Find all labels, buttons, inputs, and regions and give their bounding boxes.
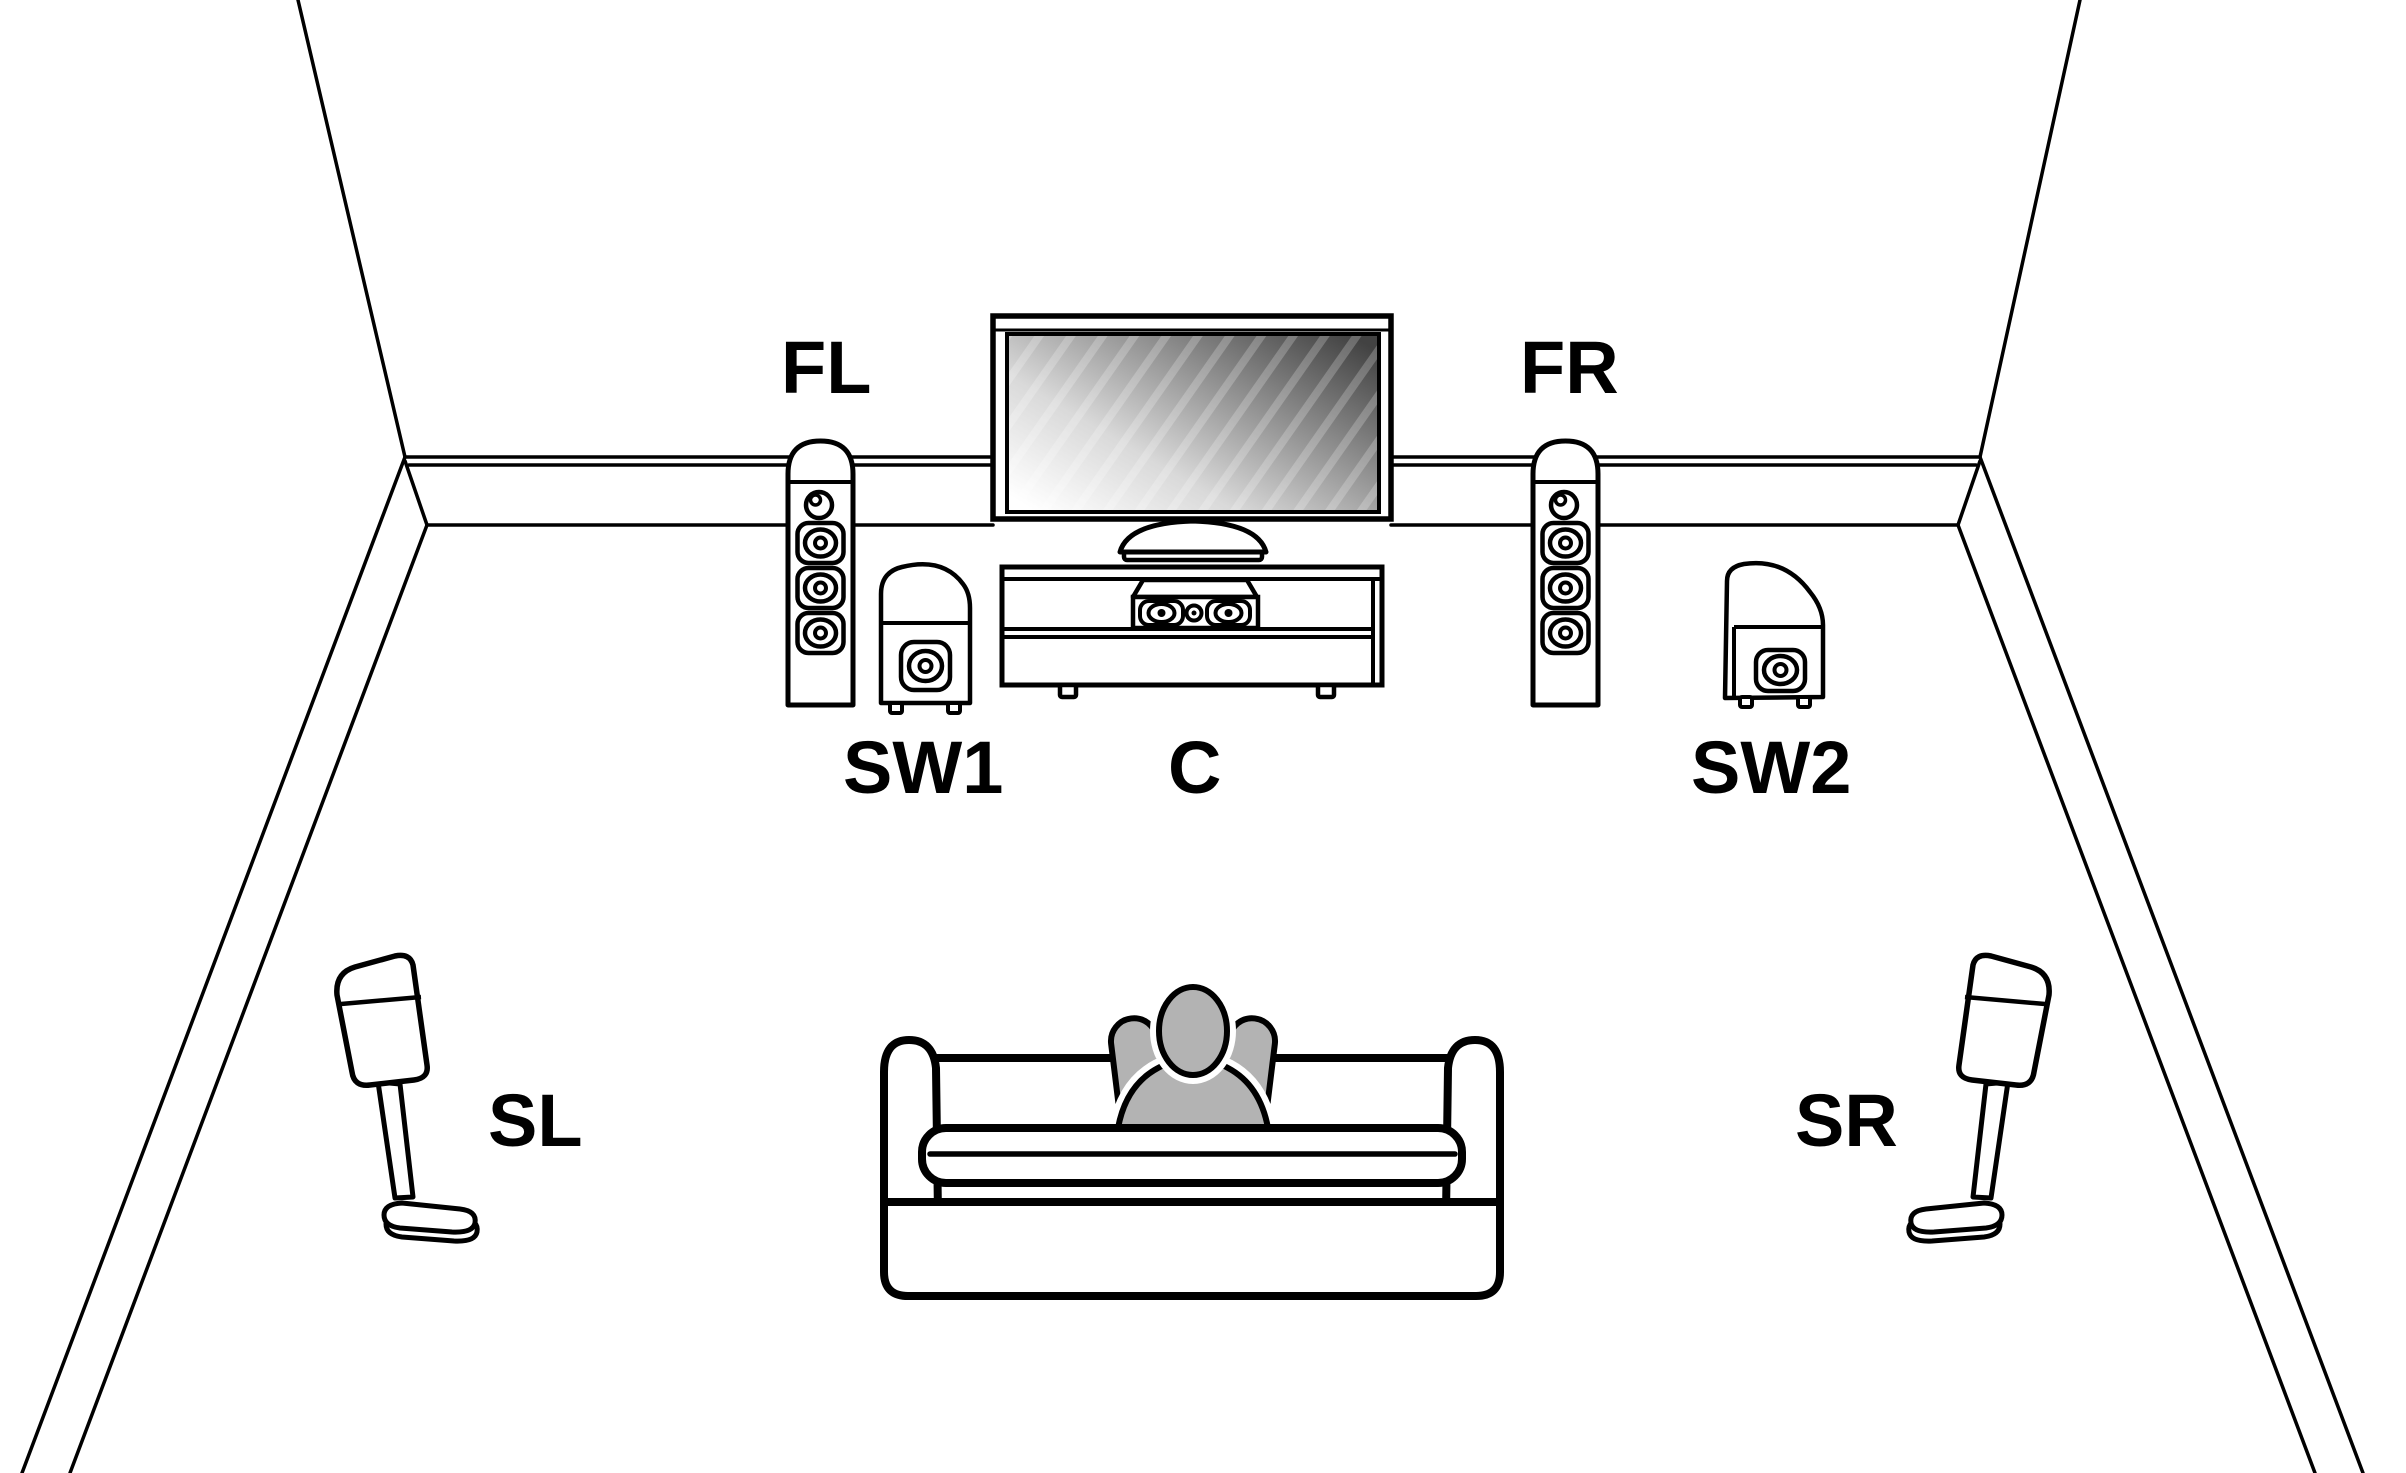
- sofa-armrest-left: [880, 1036, 942, 1219]
- left-wall-baseboard-top: [20, 455, 407, 1473]
- label-subwoofer-1: SW1: [843, 726, 1004, 809]
- tv: [990, 313, 1394, 563]
- front-right-speaker: [1533, 441, 1598, 705]
- sofa-base: [880, 1198, 1504, 1300]
- right-wall-baseboard-top: [1978, 455, 2365, 1473]
- right-wall-baseboard-bottom: [1956, 523, 2317, 1473]
- surround-left-speaker: [337, 955, 477, 1241]
- subwoofer-2: [1722, 560, 1826, 709]
- surround-right-speaker: [1909, 955, 2049, 1241]
- tv-pedestal-neck: [1117, 518, 1269, 555]
- label-surround-left: SL: [488, 1079, 583, 1162]
- sofa: [880, 978, 1504, 1300]
- listener-person: [1107, 978, 1279, 1137]
- center-speaker: [1130, 577, 1261, 631]
- front-left-speaker: [788, 441, 853, 705]
- label-surround-right: SR: [1795, 1079, 1898, 1162]
- sofa-armrest-right: [1442, 1036, 1504, 1219]
- right-baseboard-corner-bevel: [1956, 459, 1982, 527]
- label-subwoofer-2: SW2: [1691, 726, 1852, 809]
- label-center: C: [1168, 726, 1222, 809]
- right-wall-corner-line: [1978, 0, 2082, 459]
- left-baseboard-corner-bevel: [403, 459, 429, 527]
- subwoofer-1: [878, 562, 973, 715]
- label-front-left: FL: [781, 326, 872, 409]
- left-wall-baseboard-bottom: [68, 523, 429, 1473]
- label-front-right: FR: [1520, 326, 1619, 409]
- left-wall-corner-line: [296, 0, 407, 459]
- person-head: [1156, 984, 1230, 1078]
